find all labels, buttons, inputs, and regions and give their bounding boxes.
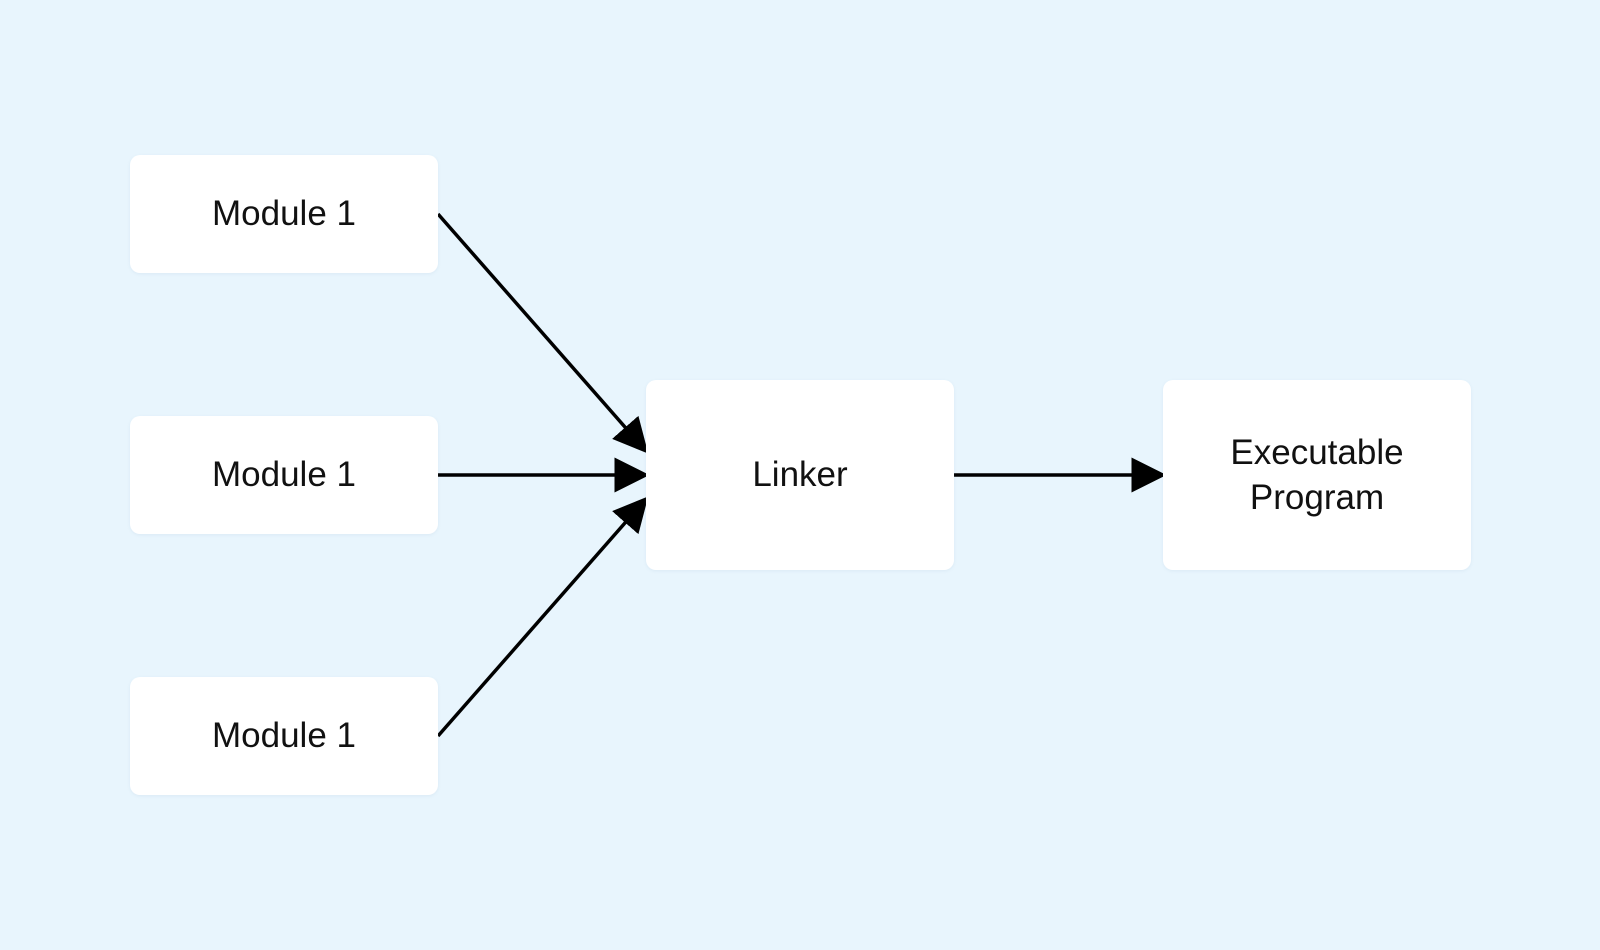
module-label-1: Module 1 (212, 194, 356, 234)
module-box-3: Module 1 (130, 677, 438, 795)
arrow-module-3-to-linker (436, 496, 649, 738)
executable-program-label: Executable Program (1230, 432, 1404, 518)
linker-label: Linker (752, 455, 848, 495)
arrow-module-1-to-linker (436, 212, 649, 454)
module-label-2: Module 1 (212, 455, 356, 495)
module-box-2: Module 1 (130, 416, 438, 534)
module-label-3: Module 1 (212, 716, 356, 756)
executable-program-box: Executable Program (1163, 380, 1471, 570)
linker-box: Linker (646, 380, 954, 570)
module-box-1: Module 1 (130, 155, 438, 273)
